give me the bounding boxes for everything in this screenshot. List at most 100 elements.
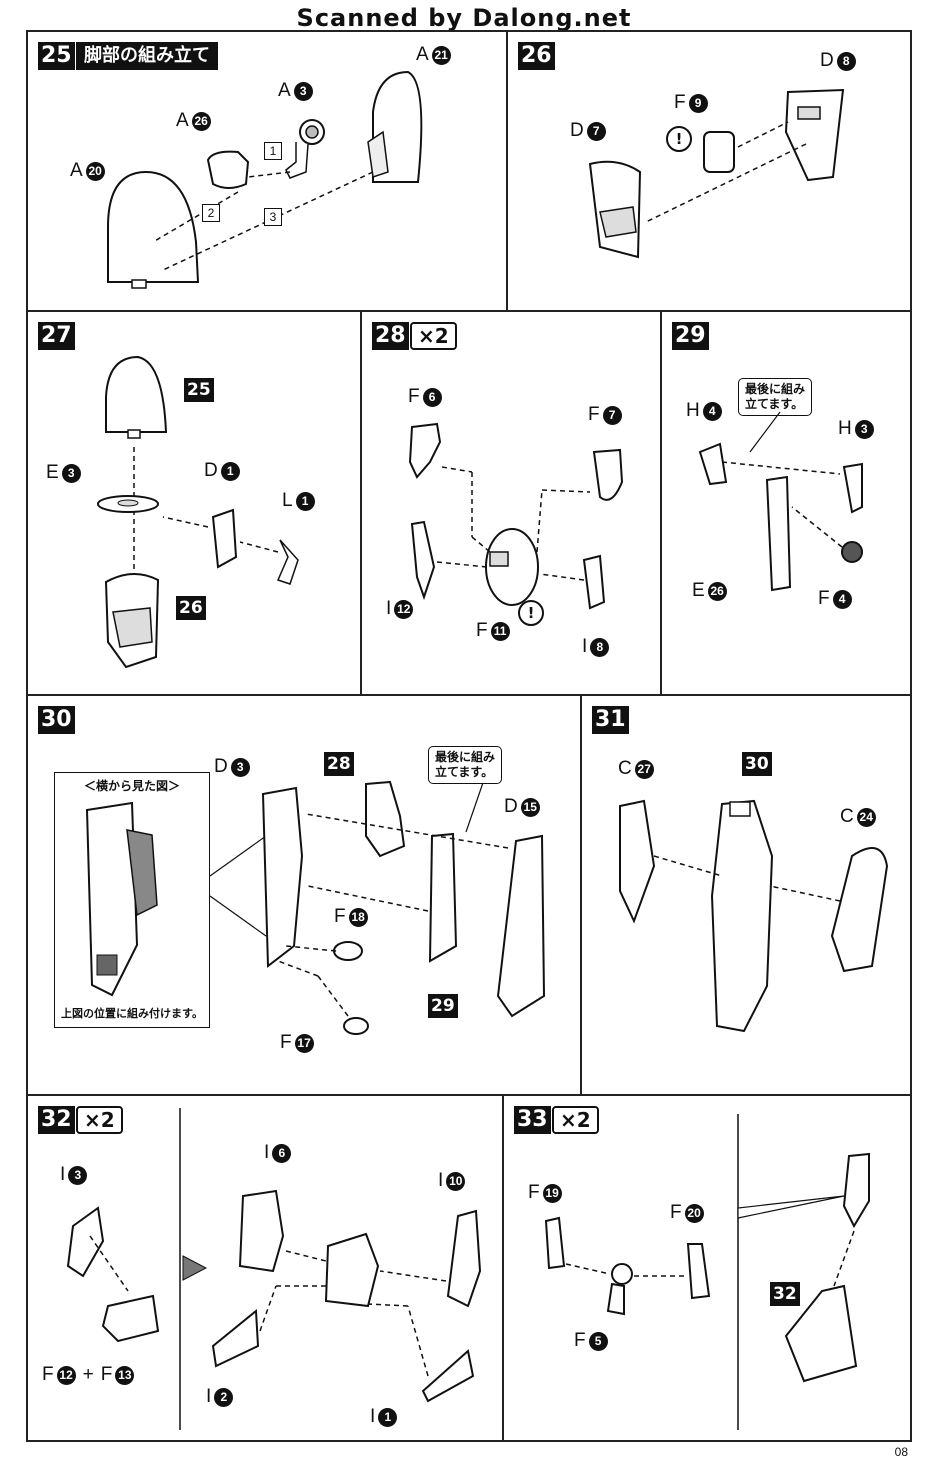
label-letter: A — [416, 44, 429, 65]
label-number: 15 — [520, 797, 540, 817]
label-letter: F — [408, 386, 420, 407]
label-letter: C — [618, 758, 632, 779]
label-letter: F — [670, 1202, 682, 1223]
caution-icon: ! — [666, 126, 692, 152]
quantity-badge: ×2 — [552, 1106, 599, 1134]
side-view-inset: ＜横から見た図＞ 上図の位置に組み付けます。 — [54, 772, 210, 1028]
label-letter: F — [818, 588, 830, 609]
label-number: 13 — [115, 1365, 135, 1385]
label-letter: I — [386, 598, 392, 619]
label-letter: F — [42, 1364, 54, 1385]
label-letter: D — [214, 756, 228, 777]
quantity-badge: ×2 — [410, 322, 457, 350]
label-letter: F — [476, 620, 488, 641]
step-26-illustration — [588, 88, 845, 259]
label-letter: A — [176, 110, 189, 131]
label-number: 8 — [590, 637, 610, 657]
step-29-illustration — [698, 411, 863, 592]
label-number: 17 — [294, 1033, 314, 1053]
ref-step-26: 26 — [176, 596, 206, 620]
label-number: 2 — [214, 1387, 234, 1407]
step-number: 31 — [592, 706, 629, 734]
step-number: 33 — [514, 1106, 551, 1134]
label-number: 12 — [56, 1365, 76, 1385]
ref-step-28: 28 — [324, 752, 354, 776]
step-33-illustration — [544, 1114, 870, 1430]
label-number: 12 — [394, 599, 414, 619]
label-number: 7 — [602, 405, 622, 425]
label-number: 20 — [85, 161, 105, 181]
label-letter: C — [840, 806, 854, 827]
label-number: 3 — [230, 757, 250, 777]
inset-title: ＜横から見た図＞ — [83, 779, 180, 793]
quantity-badge: ×2 — [76, 1106, 123, 1134]
label-letter: E — [692, 580, 705, 601]
label-number: 26 — [707, 581, 727, 601]
label-letter: I — [206, 1386, 212, 1407]
label-letter: I — [370, 1406, 376, 1427]
label-letter: F — [674, 92, 686, 113]
sequence-marker-2: 2 — [202, 204, 220, 222]
label-number: 8 — [836, 51, 856, 71]
step-28-illustration — [408, 422, 624, 610]
step-27-illustration — [97, 355, 299, 669]
label-number: 27 — [634, 759, 654, 779]
step-31-illustration — [619, 799, 889, 1033]
label-number: 6 — [422, 387, 442, 407]
scanner-watermark: Scanned by Dalong.net — [296, 4, 632, 32]
label-letter: D — [504, 796, 518, 817]
label-letter: I — [60, 1164, 66, 1185]
label-letter: F — [528, 1182, 540, 1203]
inset-note: 上図の位置に組み付けます。 — [61, 1007, 203, 1020]
label-letter: I — [438, 1170, 444, 1191]
note-callout: 最後に組み 立てます。 — [738, 378, 813, 416]
step-number: 32 — [38, 1106, 75, 1134]
label-number: 4 — [832, 589, 852, 609]
label-letter: A — [278, 80, 291, 101]
label-number: 3 — [68, 1165, 88, 1185]
sequence-marker-3: 3 — [264, 208, 282, 226]
ref-step-25: 25 — [184, 378, 214, 402]
label-letter: I — [264, 1142, 270, 1163]
step-number: 26 — [518, 42, 555, 70]
label-number: 3 — [854, 419, 874, 439]
label-letter: L — [282, 490, 293, 511]
label-number: 18 — [348, 907, 368, 927]
ref-step-32: 32 — [770, 1282, 800, 1306]
step-number: 30 — [38, 706, 75, 734]
plus-sign: + — [82, 1364, 94, 1385]
note-callout: 最後に組み 立てます。 — [428, 746, 503, 784]
label-letter: F — [574, 1330, 586, 1351]
label-number: 3 — [61, 463, 81, 483]
caution-icon: ! — [518, 600, 544, 626]
label-number: 21 — [431, 45, 451, 65]
